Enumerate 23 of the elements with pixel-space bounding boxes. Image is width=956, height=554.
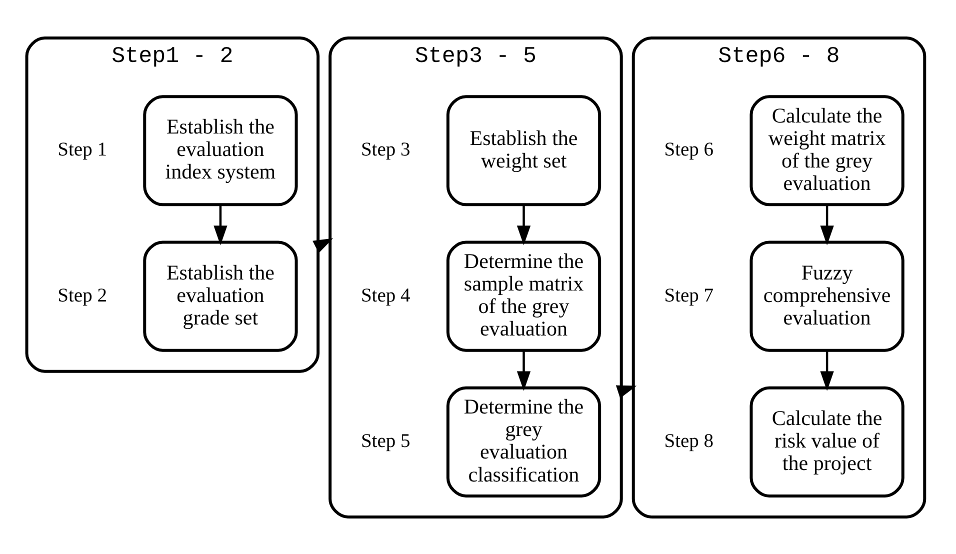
node-label: Step 1	[58, 139, 107, 160]
arrow	[214, 204, 228, 245]
node-label: Step 4	[360, 284, 410, 306]
node-box: Establish the evaluation grade set	[143, 240, 298, 352]
node-box: Calculate the weight matrix of the grey evaluation	[750, 94, 904, 206]
node-label: Step 7	[664, 284, 714, 306]
node-box: Establish the evaluation index system	[143, 94, 298, 206]
node-box: Determine the grey evaluation classification	[446, 386, 602, 497]
node-box: Calculate the risk value of the project	[750, 386, 904, 497]
arrow	[616, 384, 637, 398]
arrow	[516, 350, 531, 390]
node-label: Step 2	[58, 284, 107, 306]
node-box: Fuzzy comprehensive evaluation	[750, 240, 904, 352]
arrow	[516, 204, 531, 245]
node-label: Step 3	[360, 139, 410, 160]
node-box: Determine the sample matrix of the grey evaluation	[446, 240, 602, 352]
node-label: Step 5	[360, 430, 410, 452]
arrow	[820, 204, 834, 245]
node-label: Step 8	[664, 430, 714, 452]
node-label: Step 6	[664, 139, 714, 160]
node-box: Establish the weight set	[446, 94, 602, 206]
arrow	[312, 238, 334, 253]
arrow	[820, 350, 834, 390]
